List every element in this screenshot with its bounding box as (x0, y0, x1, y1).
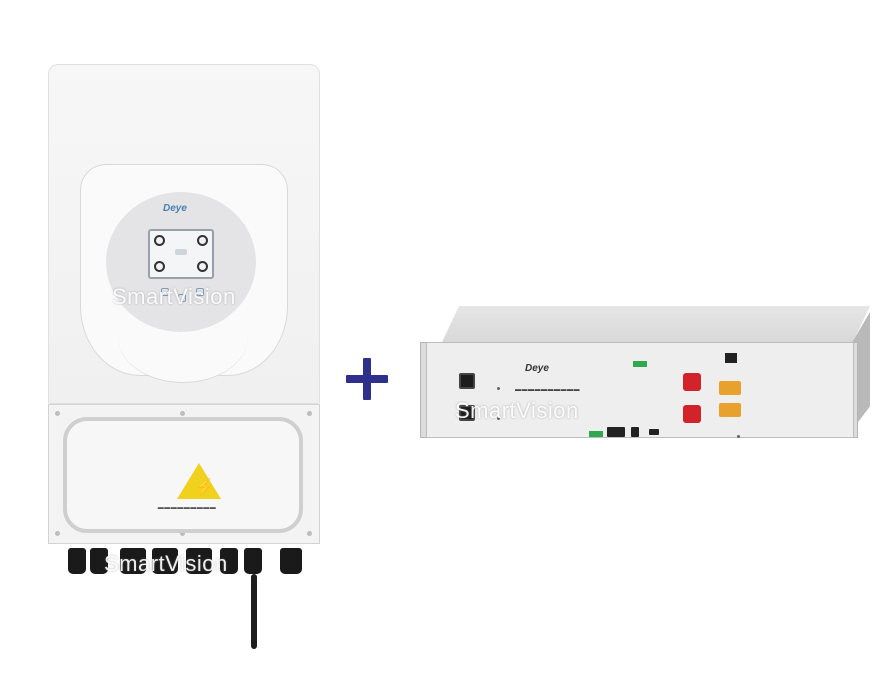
pv-connector (90, 548, 108, 574)
inverter-brand-logo: Deye (163, 203, 187, 214)
indicator-dot (497, 387, 500, 390)
inverter-wiring-cover: ⚡ ▬▬▬▬▬▬▬▬▬ (48, 404, 320, 544)
inverter-lcd-screen (148, 229, 214, 279)
cover-gasket: ⚡ ▬▬▬▬▬▬▬▬▬ (63, 417, 303, 533)
battery-connector (152, 548, 178, 574)
watermark: SmartVision (112, 284, 236, 309)
rs485-port[interactable] (607, 427, 625, 437)
inverter-button[interactable] (178, 294, 186, 302)
battery-front-panel: Deye ▬▬▬▬▬▬▬▬▬▬ (426, 342, 854, 438)
screw (307, 531, 312, 536)
hybrid-inverter: Deye ⚡ ▬▬▬▬▬▬▬▬▬ (48, 64, 320, 649)
warning-text: ▬▬▬▬▬▬▬▬▬ (157, 505, 217, 511)
power-cable (251, 574, 257, 649)
battery-brand-logo: Deye (525, 363, 549, 374)
pv-connector (68, 548, 86, 574)
gauge-icon (154, 235, 165, 246)
watermark: SmartVision (455, 398, 579, 423)
watermark: SmartVision (104, 551, 228, 576)
battery-connector (120, 548, 146, 574)
indicator-dot (497, 417, 500, 420)
reset-button[interactable] (649, 429, 659, 435)
plus-vertical-bar (363, 358, 371, 400)
load-connector (220, 548, 238, 574)
breaker-switch[interactable] (459, 405, 475, 421)
orange-connector (719, 381, 741, 395)
battery-top-cover (442, 306, 870, 342)
screw (180, 411, 185, 416)
warning-triangle-icon (177, 463, 221, 499)
positive-terminal (683, 373, 701, 391)
screw (55, 531, 60, 536)
orange-connector (719, 403, 741, 417)
cable-gland (280, 548, 302, 574)
inverter-button[interactable] (161, 288, 169, 296)
cable-gland (244, 548, 262, 574)
gauge-icon (154, 261, 165, 272)
lithium-battery-module: Deye ▬▬▬▬▬▬▬▬▬▬ (420, 306, 870, 446)
can-port[interactable] (631, 427, 639, 437)
dip-switch[interactable] (633, 361, 647, 367)
lightning-bolt-icon: ⚡ (195, 479, 215, 496)
indicator-dot (737, 435, 740, 438)
screw (307, 411, 312, 416)
screw (55, 411, 60, 416)
negative-terminal (683, 405, 701, 423)
port (725, 353, 737, 363)
inverter-button[interactable] (196, 288, 204, 296)
display-icon (175, 249, 187, 255)
screw (180, 531, 185, 536)
status-led (589, 431, 603, 437)
battery-model-text: ▬▬▬▬▬▬▬▬▬▬ (515, 387, 580, 393)
gauge-icon (197, 261, 208, 272)
plus-sign-icon (346, 358, 388, 400)
power-switch[interactable] (459, 373, 475, 389)
gauge-icon (197, 235, 208, 246)
grid-connector (186, 548, 212, 574)
